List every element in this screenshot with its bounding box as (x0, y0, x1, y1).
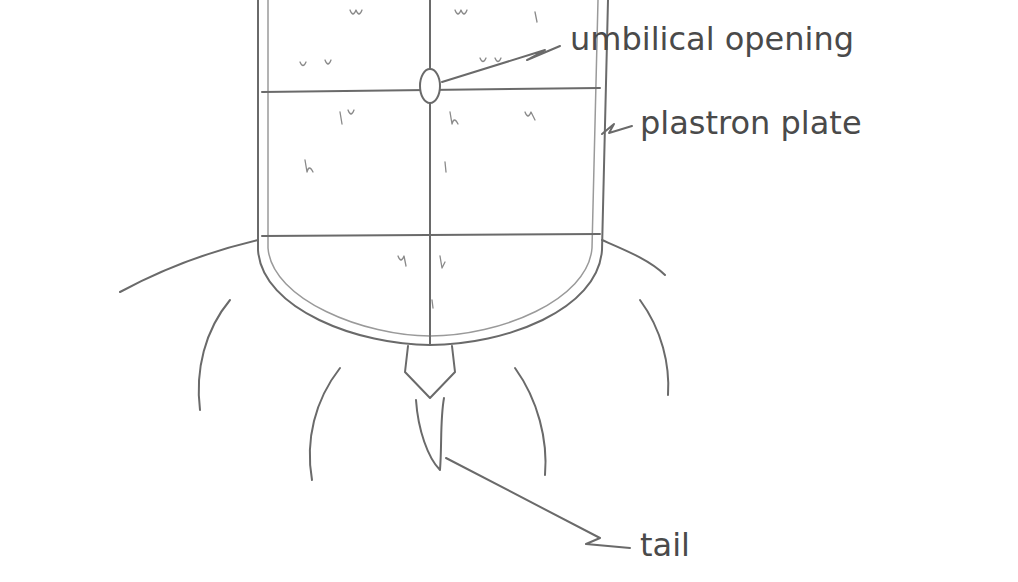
leader-line (446, 458, 630, 548)
tail-tip (416, 398, 444, 470)
leader-line (602, 124, 632, 134)
callout-label: tail (640, 528, 690, 563)
plastron-outline (258, 0, 608, 345)
leg-line (199, 300, 230, 410)
umbilical-opening (420, 69, 440, 103)
leg-line (602, 240, 665, 275)
leg-line (120, 240, 258, 292)
leg-line (515, 368, 546, 475)
callout-label: plastron plate (640, 106, 862, 141)
plastron-inner-edge (268, 0, 598, 336)
plastron-seam (262, 234, 600, 236)
plastron-midline (429, 0, 431, 345)
leader-line (442, 46, 560, 82)
callout-label: umbilical opening (570, 22, 854, 57)
tail-shape (405, 346, 455, 398)
leg-line (310, 368, 340, 480)
leg-line (640, 300, 668, 395)
pencil-marks (300, 10, 537, 308)
